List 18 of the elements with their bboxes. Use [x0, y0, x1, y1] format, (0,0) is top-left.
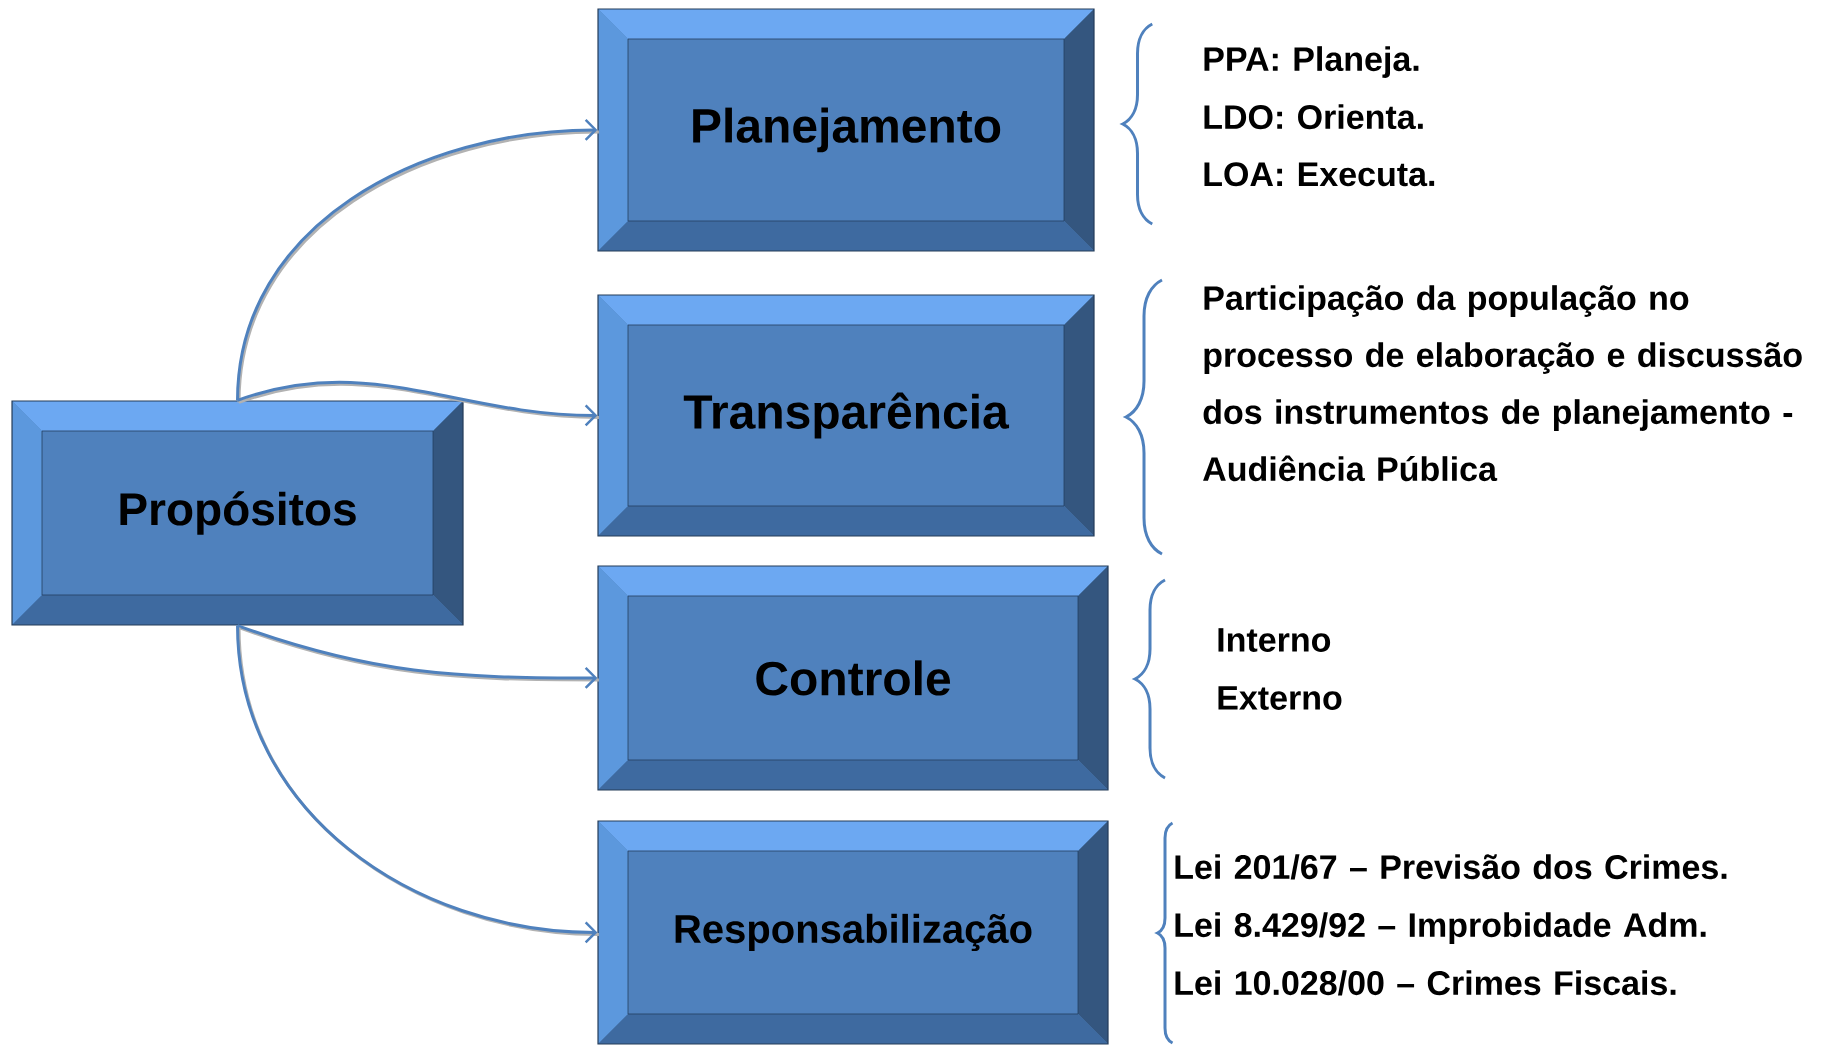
- note-text: Lei 201/67 – Previsão dos Crimes.: [1175, 854, 1727, 880]
- arrow: [237, 624, 599, 689]
- beveled-box: Propósitos: [11, 400, 464, 626]
- note-text: Externo: [1218, 686, 1342, 710]
- note-text: Lei 10.028/00 – Crimes Fiscais.: [1175, 970, 1676, 996]
- beveled-box: Controle: [597, 565, 1109, 791]
- beveled-box: Planejamento: [597, 8, 1095, 252]
- beveled-box: Transparência: [597, 294, 1095, 537]
- arrow: [236, 625, 599, 944]
- note-text: LDO: Orienta.: [1204, 104, 1423, 130]
- note-text: Lei 8.429/92 – Improbidade Adm.: [1175, 912, 1706, 944]
- note-text: Participação da população no processo de elaboração e discussão dos instrumentos de planejamento - Audiência Pública: [1203, 285, 1802, 482]
- note-text: Interno: [1218, 628, 1331, 652]
- arrow: [236, 119, 599, 403]
- note-text: PPA: Planeja.: [1204, 46, 1419, 78]
- beveled-box: Responsabilização: [597, 820, 1109, 1045]
- note-text: LOA: Executa.: [1204, 162, 1435, 187]
- arrow: [237, 380, 599, 427]
